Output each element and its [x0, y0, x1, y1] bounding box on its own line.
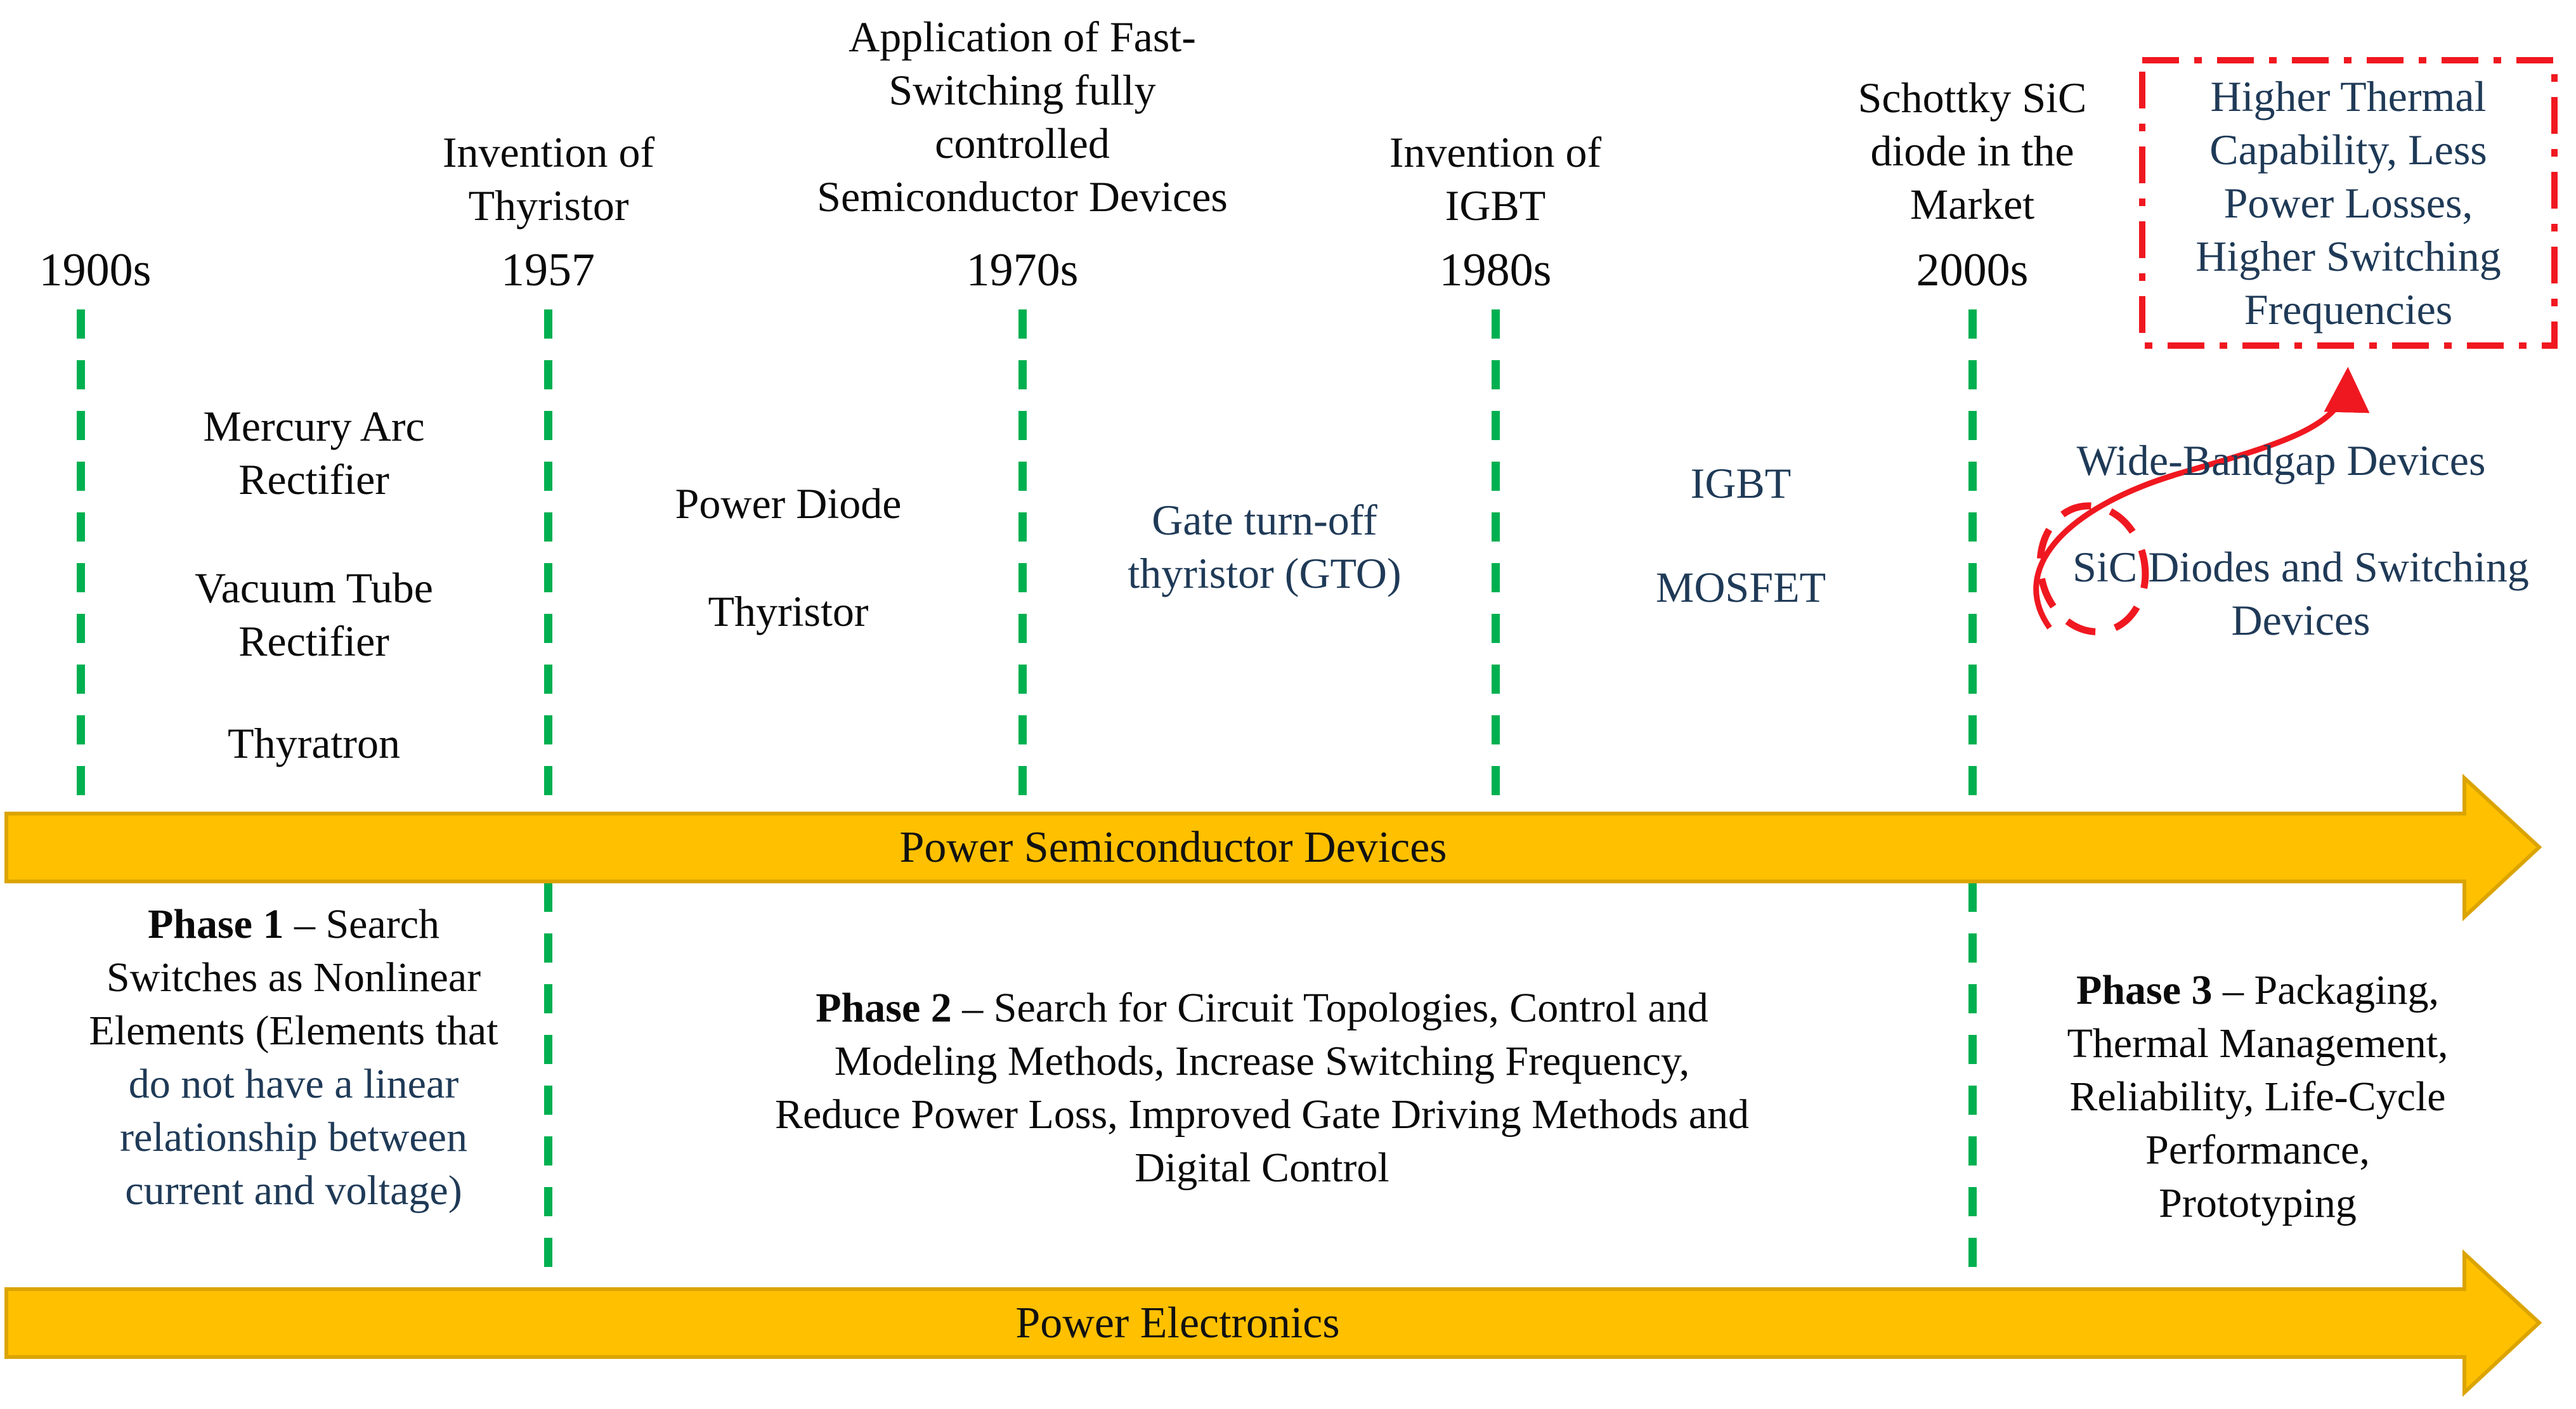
phase-1-description: Phase 1 – Search Switches as Nonlinear E… — [8, 898, 579, 1217]
device-thyristor: Thyristor — [708, 587, 869, 635]
device-thyratron: Thyratron — [228, 719, 400, 767]
timeline-dashed-line-1970s — [1018, 309, 1027, 813]
device-igbt: IGBT — [1690, 459, 1792, 507]
phase-2-description: Phase 2 – Search for Circuit Topologies,… — [698, 982, 1826, 1195]
era-date-1957: 1957 — [501, 244, 595, 296]
device-gate-turn-off-thyristor: Gate turn-off thyristor (GTO) — [1128, 496, 1402, 597]
era-event-2000s: Schottky SiC diode in the Market — [1857, 74, 2087, 228]
phase-3-body: – Packaging, Thermal Management, Reliabi… — [2067, 967, 2449, 1226]
era-date-1900s: 1900s — [39, 244, 152, 296]
timeline-dashed-line-1957 — [544, 309, 552, 813]
timeline-dashed-line-2000s-lower — [1968, 883, 1977, 1290]
sic-highlight-circle — [2036, 502, 2149, 635]
phase-3-title: Phase 3 — [2076, 967, 2213, 1013]
timeline-dashed-line-1980s — [1492, 309, 1500, 813]
benefits-callout-box — [2139, 57, 2558, 349]
era-date-1980s: 1980s — [1439, 244, 1552, 296]
phase-1-body-detail: do not have a linear relationship betwee… — [120, 1061, 467, 1214]
benefits-callout-text: Higher Thermal Capability, Less Power Lo… — [2195, 72, 2501, 334]
device-mercury-arc-rectifier: Mercury Arc Rectifier — [203, 402, 425, 503]
device-sic-diodes: SiC Diodes and Switching Devices — [2072, 543, 2529, 644]
phase-2-title: Phase 2 — [816, 985, 952, 1031]
device-vacuum-tube-rectifier: Vacuum Tube Rectifier — [195, 564, 433, 665]
power-semiconductor-devices-arrow-band — [4, 774, 2542, 921]
era-date-2000s: 2000s — [1916, 244, 2029, 296]
era-date-1970s: 1970s — [966, 244, 1079, 296]
power-electronics-arrow-band — [4, 1249, 2542, 1397]
era-event-1980s: Invention of IGBT — [1389, 128, 1602, 230]
era-event-1957: Invention of Thyristor — [442, 128, 655, 230]
phase-1-body: – Search Switches as Nonlinear Elements … — [89, 901, 498, 1054]
timeline-dashed-line-2000s — [1968, 309, 1977, 813]
phase-3-description: Phase 3 – Packaging, Thermal Management,… — [2017, 964, 2499, 1230]
phase-2-body: – Search for Circuit Topologies, Control… — [774, 985, 1749, 1191]
timeline-dashed-line-1957-lower — [544, 883, 552, 1290]
power-electronics-label: Power Electronics — [1015, 1299, 1340, 1347]
era-event-1970s: Application of Fast- Switching fully con… — [817, 13, 1228, 221]
device-power-diode: Power Diode — [675, 479, 902, 528]
device-wide-bandgap: Wide-Bandgap Devices — [2076, 436, 2486, 484]
benefits-curved-arrow — [2033, 367, 2370, 630]
phase-1-title: Phase 1 — [147, 901, 284, 947]
power-semiconductor-devices-label: Power Semiconductor Devices — [899, 823, 1447, 872]
timeline-dashed-line-1900s — [77, 309, 85, 813]
device-mosfet: MOSFET — [1655, 563, 1826, 611]
